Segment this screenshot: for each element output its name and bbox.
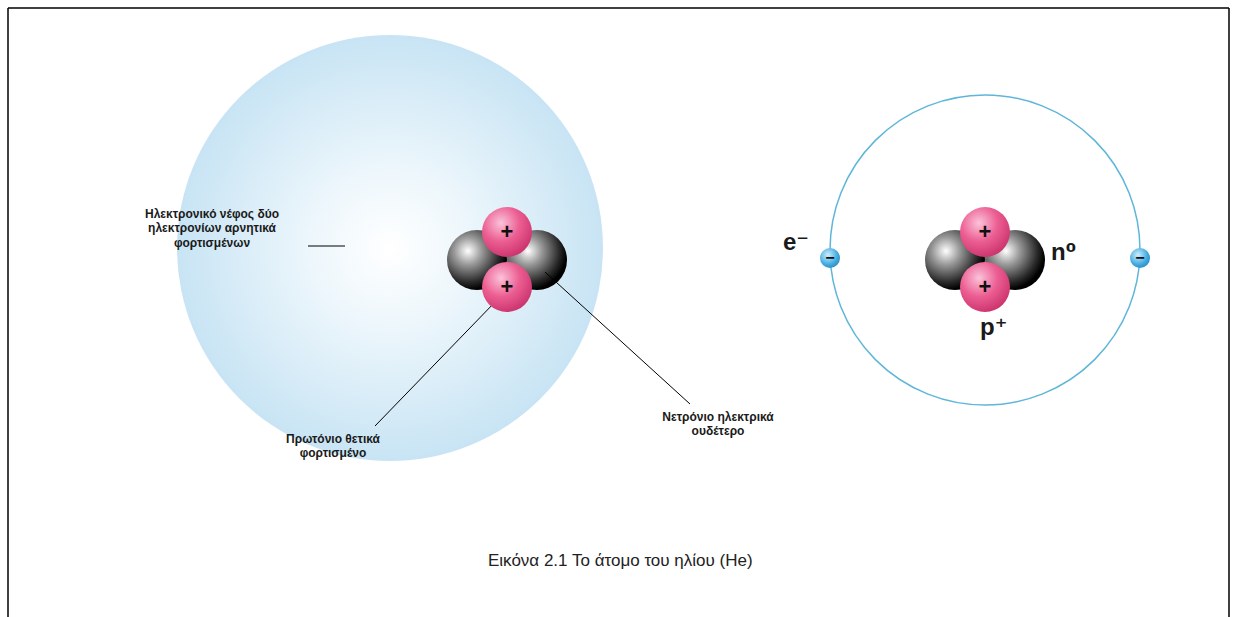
figure-caption: Εικόνα 2.1 Το άτομο του ηλίου (He) [488,551,753,571]
leader-line [308,246,345,247]
proton-circle: + [960,262,1010,312]
leader-line [375,300,497,426]
particle-symbol: e⁻ [783,228,809,257]
frame-line [1228,8,1230,617]
charge-sign: + [501,276,514,298]
particle-symbol: n⁰ [1051,238,1076,267]
electron-circle: − [820,248,840,268]
charge-sign: + [501,221,514,243]
callout-label: Ηλεκτρονικό νέφος δύο ηλεκτρονίων αρνητι… [127,207,297,250]
charge-sign: + [979,221,992,243]
leader-line [545,272,690,404]
frame-line [8,7,1229,9]
charge-sign: + [979,276,992,298]
callout-label: Νετρόνιο ηλεκτρικά ουδέτερο [638,410,798,439]
callout-label: Πρωτόνιο θετικά φορτισμένο [258,432,408,461]
proton-circle: + [960,207,1010,257]
electron-circle: − [1130,248,1150,268]
frame-line [7,8,9,617]
particle-symbol: p⁺ [980,313,1007,342]
proton-circle: + [482,262,532,312]
orbit-circle [830,95,1140,405]
charge-sign: − [1135,250,1144,266]
proton-circle: + [482,207,532,257]
charge-sign: − [825,250,834,266]
